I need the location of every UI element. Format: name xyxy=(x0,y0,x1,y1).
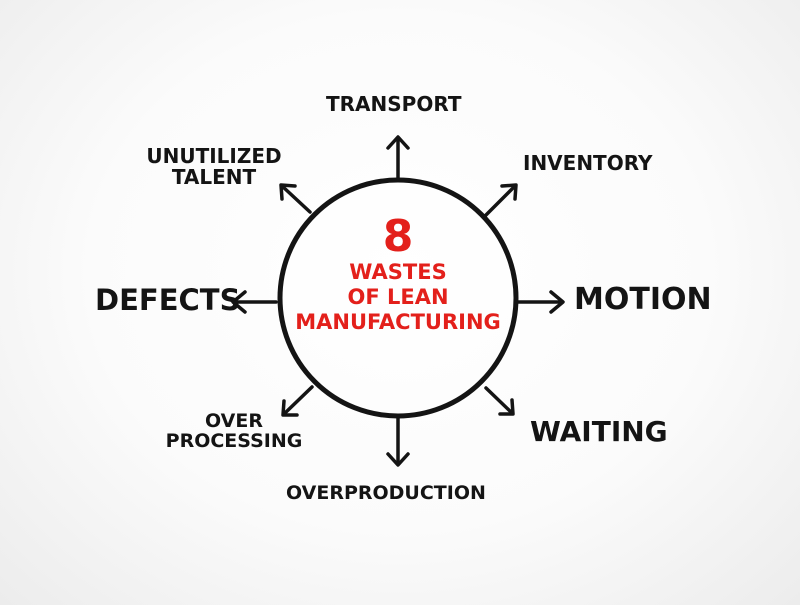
arrow-transport xyxy=(386,135,410,180)
arrow-inventory xyxy=(483,183,518,218)
label-unutilized-talent: UNUTILIZED TALENT xyxy=(146,146,282,188)
arrow-unutilized-talent xyxy=(279,183,312,214)
label-over-processing-line2: PROCESSING xyxy=(165,429,303,452)
center-line-wastes: WASTES xyxy=(349,260,447,284)
center-circle xyxy=(277,177,519,419)
label-over-processing-line1: OVER xyxy=(205,410,263,432)
label-motion: MOTION xyxy=(574,282,712,317)
label-waiting: WAITING xyxy=(530,415,668,448)
center-line-manufacturing: MANUFACTURING xyxy=(295,310,501,334)
label-unutilized-talent-line2: TALENT xyxy=(171,165,257,189)
center-title: 8 WASTES OF LEAN MANUFACTURING xyxy=(290,214,506,335)
label-defects: DEFECTS xyxy=(95,283,241,317)
label-over-processing: OVER PROCESSING xyxy=(162,410,306,452)
arrow-over-processing xyxy=(281,385,314,417)
arrow-waiting xyxy=(484,386,515,416)
label-unutilized-talent-line1: UNUTILIZED xyxy=(146,144,282,168)
arrow-defects xyxy=(231,290,278,314)
arrow-motion xyxy=(516,290,565,314)
label-overproduction: OVERPRODUCTION xyxy=(286,482,486,504)
label-transport: TRANSPORT xyxy=(326,92,462,116)
label-inventory: INVENTORY xyxy=(523,151,653,175)
center-number: 8 xyxy=(382,211,414,262)
arrow-overproduction xyxy=(386,416,410,467)
center-line-of-lean: OF LEAN xyxy=(347,285,449,309)
